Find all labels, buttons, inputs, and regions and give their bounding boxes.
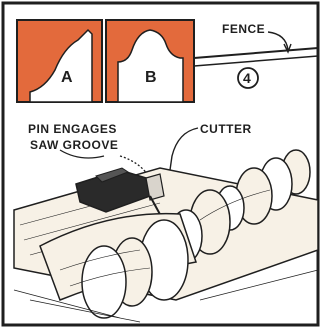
pin-label-line-2: SAW GROOVE xyxy=(30,138,118,152)
figure-number: 4 xyxy=(243,70,251,86)
pin-label-line-1: PIN ENGAGES xyxy=(28,122,117,136)
profile-a-label: A xyxy=(61,69,73,86)
cutter-label: CUTTER xyxy=(200,122,252,136)
fence-label: FENCE xyxy=(222,22,265,36)
profile-b-label: B xyxy=(145,69,157,86)
profile-panels: A B xyxy=(17,20,194,102)
